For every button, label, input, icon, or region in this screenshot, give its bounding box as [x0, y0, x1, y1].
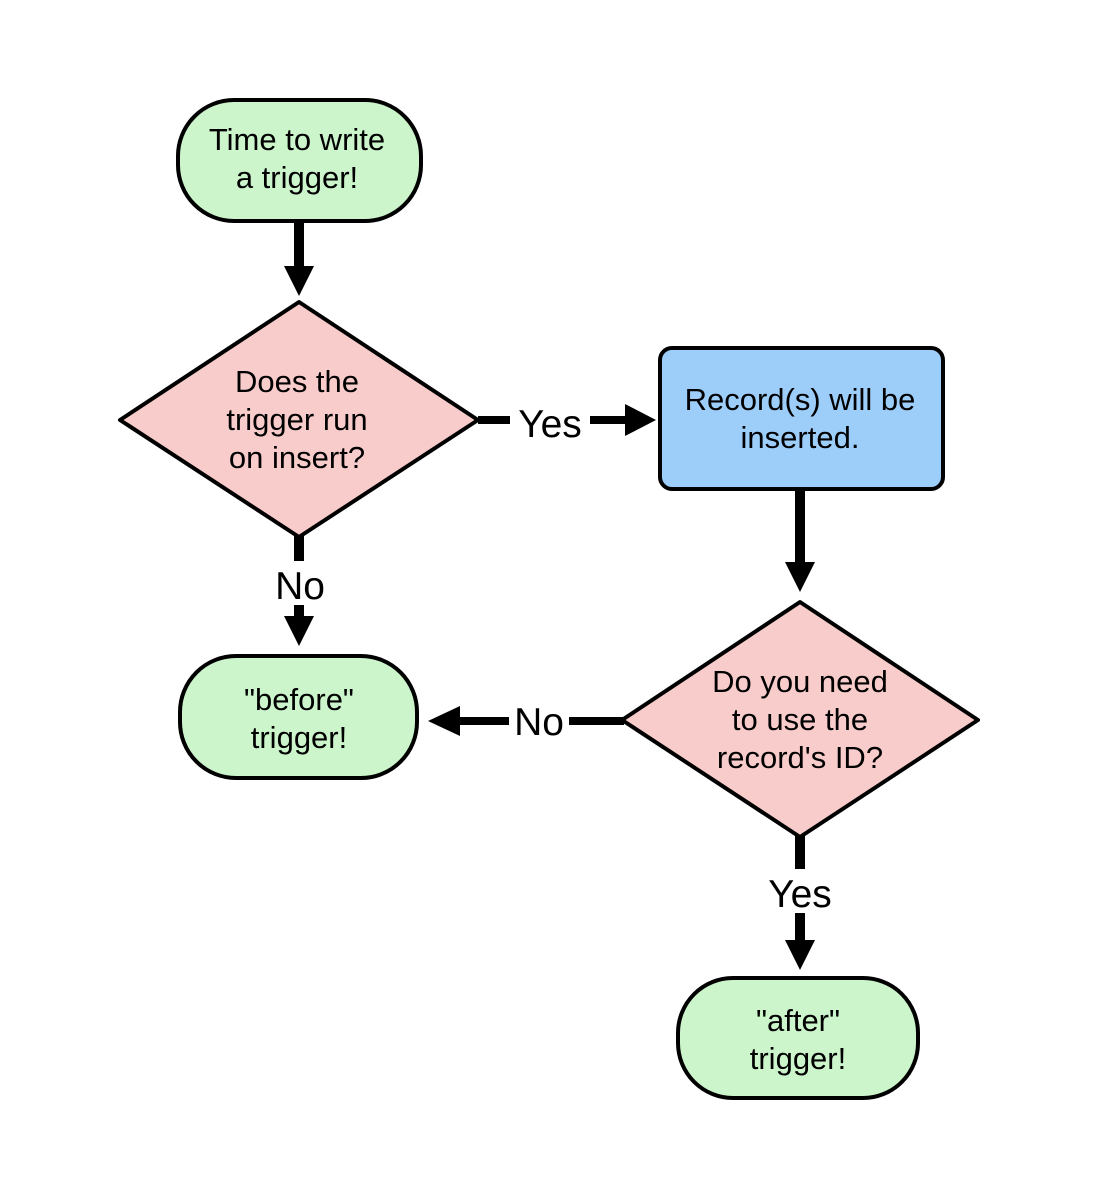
connector-start-to-decision-insert [284, 219, 314, 296]
arrowhead-down-icon [284, 266, 314, 296]
node-decision-insert-line3: on insert? [229, 440, 365, 475]
arrowhead-right-icon [625, 404, 656, 436]
edge-label-yes-record-id: Yes [768, 873, 832, 916]
node-process-line2: inserted. [741, 420, 860, 455]
connector-process-to-decision-record-id [785, 488, 815, 592]
node-after-trigger-terminator: "after" trigger! [676, 976, 920, 1100]
arrowhead-down-icon [284, 616, 314, 646]
process-rect-shape [658, 346, 945, 491]
node-before-trigger-terminator: "before" trigger! [178, 654, 419, 780]
connector-decision-insert-no [272, 536, 327, 646]
arrowhead-down-icon [785, 940, 815, 970]
connector-decision-insert-yes [478, 398, 656, 442]
node-before-line2: trigger! [251, 720, 347, 755]
node-after-line1: "after" [756, 1003, 840, 1038]
node-process-line1: Record(s) will be [685, 382, 916, 417]
arrowhead-down-icon [785, 562, 815, 592]
node-process-inserted: Record(s) will be inserted. [658, 346, 945, 491]
arrowhead-left-icon [428, 706, 460, 736]
connector-decision-record-id-no [428, 699, 624, 743]
terminator-shape [178, 654, 419, 780]
node-start-line1: Time to write [209, 122, 385, 157]
decision-diamond-shape [118, 300, 480, 539]
node-decision-record-id-line3: record's ID? [717, 740, 883, 775]
node-decision-record-id: Do you need to use the record's ID? [620, 600, 980, 839]
terminator-shape [176, 98, 423, 223]
label-backdrop [761, 869, 839, 913]
label-backdrop [510, 398, 590, 442]
node-start-terminator: Time to write a trigger! [176, 98, 423, 223]
terminator-shape [676, 976, 920, 1100]
label-backdrop [272, 561, 327, 605]
node-decision-insert: Does the trigger run on insert? [118, 300, 480, 539]
label-backdrop [509, 699, 569, 743]
connector-decision-record-id-yes [761, 836, 839, 970]
edge-label-no-record-id: No [514, 701, 564, 744]
node-start-line2: a trigger! [236, 160, 358, 195]
node-decision-insert-line2: trigger run [226, 402, 367, 437]
edge-label-yes-insert: Yes [518, 403, 582, 446]
node-decision-record-id-line1: Do you need [712, 664, 888, 699]
node-before-line1: "before" [244, 682, 354, 717]
node-decision-record-id-line2: to use the [732, 702, 868, 737]
node-after-line2: trigger! [750, 1041, 846, 1076]
node-decision-insert-line1: Does the [235, 364, 359, 399]
edge-label-no-insert: No [275, 565, 325, 608]
decision-diamond-shape [620, 600, 980, 839]
